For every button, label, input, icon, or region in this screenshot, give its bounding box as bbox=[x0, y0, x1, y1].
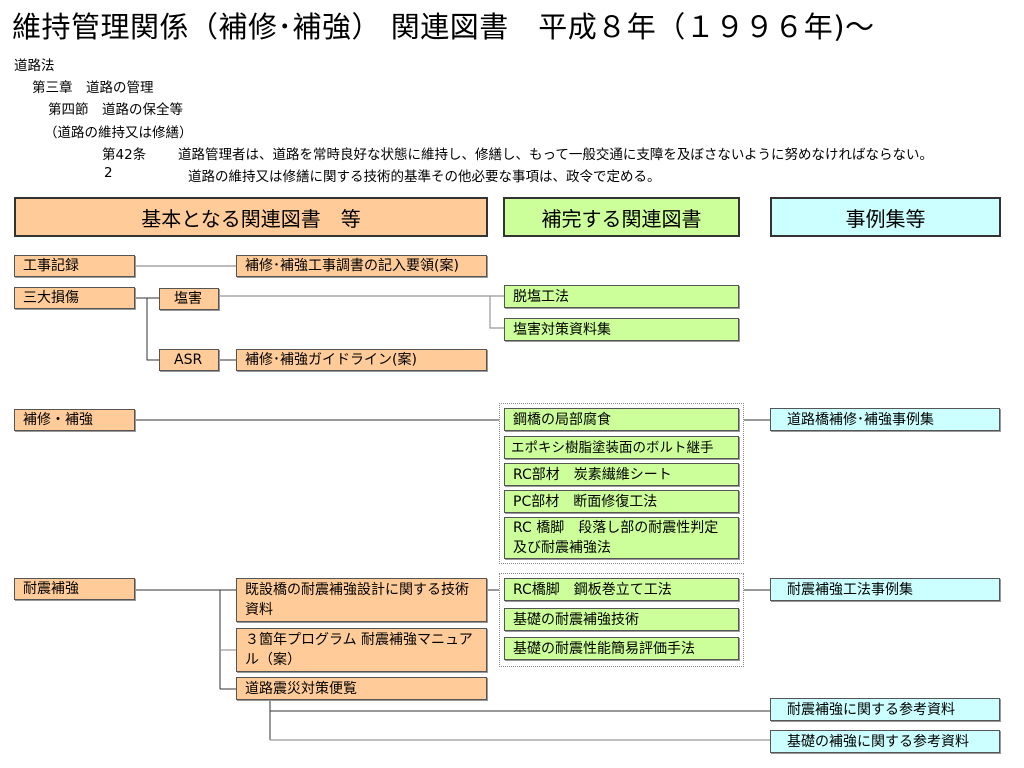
article-number: 第42条 bbox=[102, 147, 147, 163]
law-name: 道路法 bbox=[14, 58, 55, 74]
category-asr: ASR bbox=[159, 349, 219, 371]
category-damage: 三大損傷 bbox=[14, 287, 135, 309]
category-records: 工事記録 bbox=[14, 255, 135, 277]
doc-rc-carbon: RC部材 炭素繊維シート bbox=[504, 463, 739, 486]
header-basic: 基本となる関連図書 等 bbox=[14, 197, 488, 237]
doc-seismic-reference: 耐震補強に関する参考資料 bbox=[770, 698, 1000, 721]
doc-foundation-tech: 基礎の耐震補強技術 bbox=[504, 608, 739, 631]
seismic-doc-group bbox=[499, 573, 744, 667]
doc-rc-steel-jacket: RC橋脚 鋼板巻立て工法 bbox=[504, 578, 739, 601]
doc-existing-bridge: 既設橋の耐震補強設計に関する技術資料 bbox=[236, 578, 487, 622]
header-cases: 事例集等 bbox=[770, 197, 1001, 237]
doc-pc-section: PC部材 断面修復工法 bbox=[504, 490, 739, 513]
category-seismic: 耐震補強 bbox=[14, 578, 135, 600]
paragraph-text: 道路の維持又は修繕に関する技術的基準その他必要な事項は、政令で定める。 bbox=[188, 169, 661, 185]
doc-steel-corrosion: 鋼橋の局部腐食 bbox=[504, 408, 739, 431]
doc-desalination: 脱塩工法 bbox=[504, 285, 739, 308]
doc-guideline: 補修･補強ガイドライン(案) bbox=[236, 349, 487, 371]
doc-bridge-cases: 道路橋補修･補強事例集 bbox=[770, 408, 1000, 431]
doc-program-manual: ３箇年プログラム 耐震補強マニュアル（案） bbox=[236, 628, 487, 672]
category-salt: 塩害 bbox=[159, 288, 219, 310]
law-section: 第四節 道路の保全等 bbox=[48, 102, 183, 118]
doc-disaster-handbook: 道路震災対策便覧 bbox=[236, 677, 487, 700]
header-supplement: 補完する関連図書 bbox=[503, 197, 740, 237]
doc-foundation-reference: 基礎の補強に関する参考資料 bbox=[770, 730, 1000, 753]
law-caption: （道路の維持又は修繕） bbox=[44, 125, 193, 141]
doc-epoxy-joint: エポキシ樹脂塗装面のボルト継手 bbox=[504, 436, 739, 459]
doc-seismic-cases: 耐震補強工法事例集 bbox=[770, 578, 1000, 601]
law-chapter: 第三章 道路の管理 bbox=[32, 80, 154, 96]
doc-rc-pier-cutoff: RC 橋脚 段落し部の耐震性判定及び耐震補強法 bbox=[504, 517, 739, 559]
category-repair: 補修・補強 bbox=[14, 409, 135, 431]
article-text: 道路管理者は、道路を常時良好な状態に維持し、修繕し、もって一般交通に支障を及ぼさ… bbox=[178, 147, 934, 163]
doc-foundation-eval: 基礎の耐震性能簡易評価手法 bbox=[504, 637, 739, 660]
doc-salt-measures: 塩害対策資料集 bbox=[504, 318, 739, 341]
repair-doc-group bbox=[499, 403, 744, 564]
doc-survey-manual: 補修･補強工事調書の記入要領(案) bbox=[236, 255, 487, 277]
paragraph-number: 2 bbox=[104, 165, 113, 181]
page-title: 維持管理関係（補修･補強） 関連図書 平成８年（１９９６年)～ bbox=[12, 10, 875, 44]
